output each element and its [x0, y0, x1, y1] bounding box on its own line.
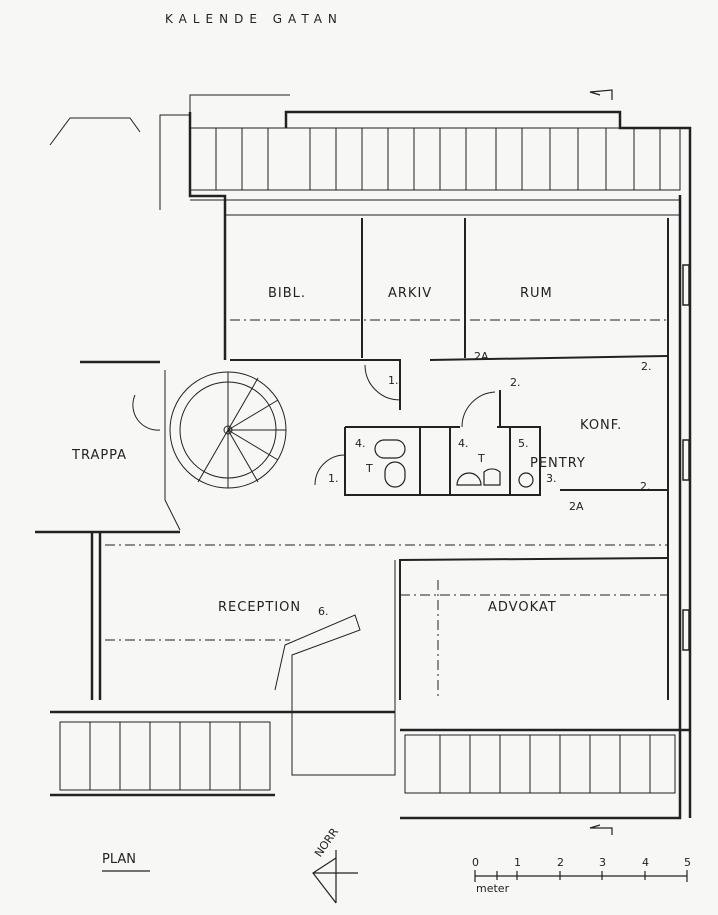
street-name: KALENDE GATAN	[165, 12, 343, 26]
marker-item-6: 6.	[318, 605, 329, 618]
outer-walls	[35, 110, 692, 820]
marker-2a-top: 2A	[474, 350, 489, 363]
scale-tick-5: 5	[684, 856, 691, 869]
side-windows	[682, 264, 690, 651]
scale-tick-3: 3	[599, 856, 606, 869]
marker-door-1b: 1.	[328, 472, 339, 485]
room-label-rum: RUM	[520, 286, 553, 301]
scale-unit: meter	[476, 882, 510, 895]
spiral-stair-icon	[164, 370, 287, 531]
marker-wc-4b: 4.	[458, 437, 469, 450]
scale-tick-1: 1	[514, 856, 521, 869]
room-label-pentry: PENTRY	[530, 456, 586, 471]
room-label-konf: KONF.	[580, 418, 623, 433]
interior-walls	[230, 218, 669, 700]
marker-2-right: 2.	[641, 360, 652, 373]
marker-wc-4a: 4.	[355, 437, 366, 450]
beam-lines	[105, 319, 668, 700]
plan-label: PLAN	[102, 852, 136, 867]
legend-graphics	[102, 89, 688, 904]
marker-item-5: 5.	[518, 437, 529, 450]
marker-2a-bottom: 2A	[569, 500, 584, 513]
room-label-reception: RECEPTION	[218, 600, 302, 615]
marker-item-3: 3.	[546, 472, 557, 485]
marker-wc-tb: T	[478, 452, 485, 465]
marker-wc-ta: T	[366, 462, 373, 475]
facade-bottom	[59, 560, 676, 794]
scale-tick-4: 4	[642, 856, 649, 869]
marker-2-top: 2.	[510, 376, 521, 389]
marker-2-konf: 2.	[640, 480, 651, 493]
door-swings	[132, 364, 496, 486]
room-label-trappa: TRAPPA	[72, 448, 128, 463]
wc-fixtures	[374, 439, 534, 488]
facade-top	[49, 94, 681, 216]
room-label-bibl: BIBL.	[268, 286, 307, 301]
scale-tick-2: 2	[557, 856, 564, 869]
room-label-arkiv: ARKIV	[388, 286, 433, 301]
marker-door-1a: 1.	[388, 374, 399, 387]
scale-tick-0: 0	[472, 856, 479, 869]
room-label-advokat: ADVOKAT	[488, 600, 557, 615]
